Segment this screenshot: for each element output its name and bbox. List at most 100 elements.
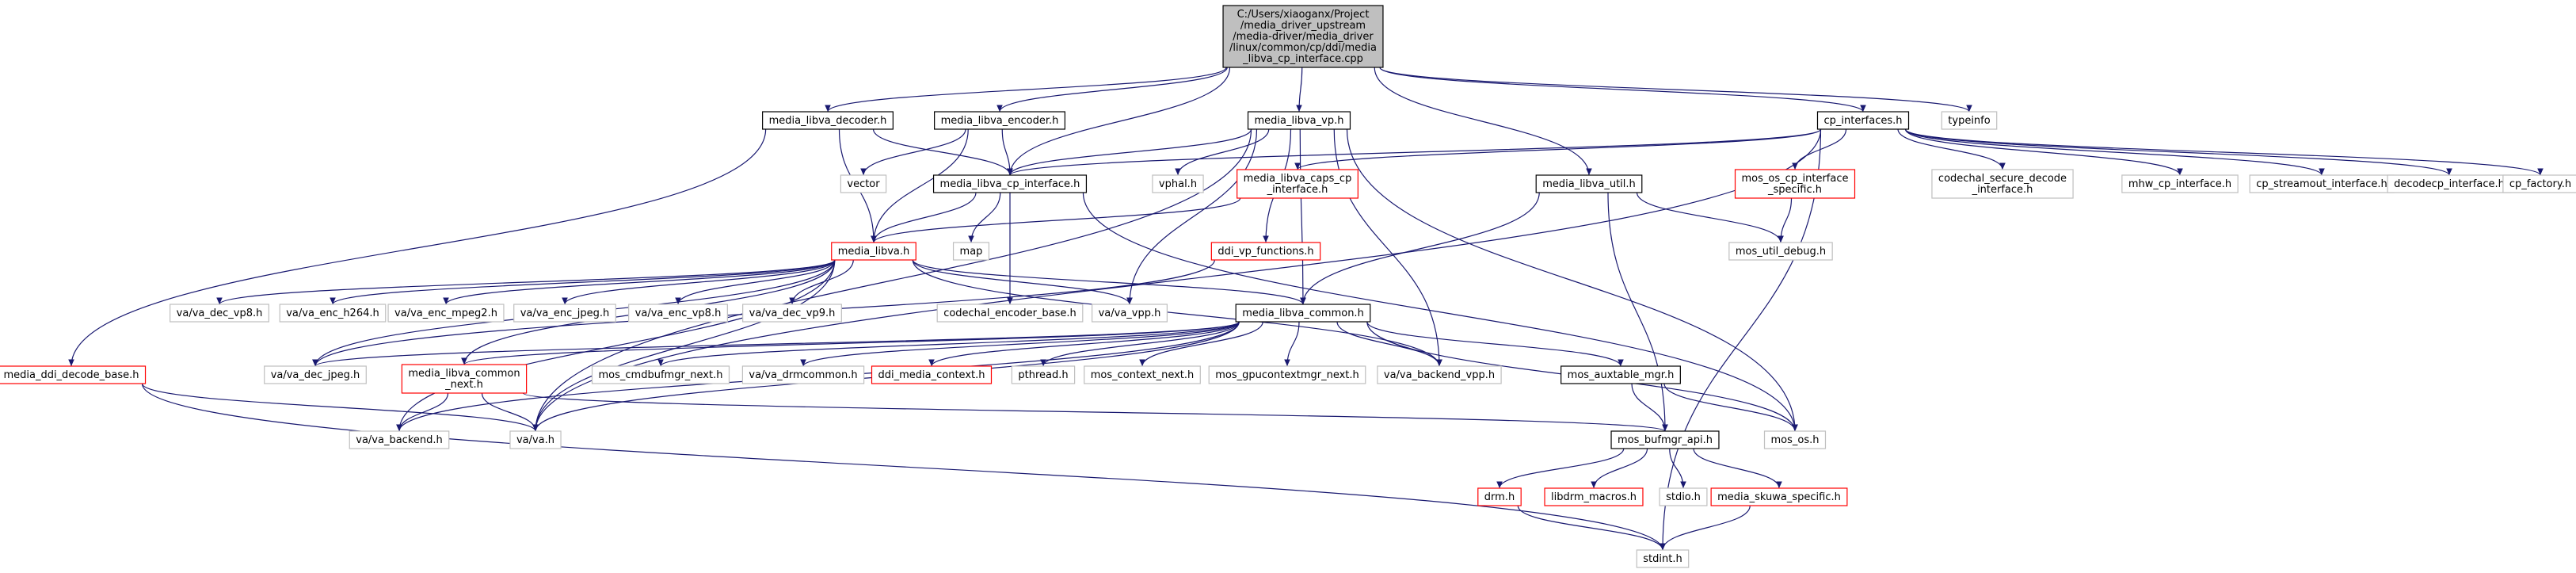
node-ddimedia[interactable]: ddi_media_context.h [871,365,993,384]
node-box [1931,169,2074,199]
node-common[interactable]: media_libva_common.h [1235,304,1371,323]
node-mosos_cp[interactable]: mos_os_cp_interface_specific.h [1734,169,1856,199]
edge-libva-to-vavpp [912,259,1133,305]
node-drm[interactable]: drm.h [1477,487,1522,506]
node-box [387,304,505,323]
node-box [1544,487,1644,506]
edge-decoder-to-cpinterface [872,128,1013,176]
node-map: map [952,242,990,261]
edge-cpif-to-mhwcp [1904,128,2183,176]
node-box [1610,430,1720,449]
node-label: cp_interfaces.h [1823,115,1902,127]
node-vector: vector [840,174,887,193]
node-label: mos_cmdbufmgr_next.h [599,369,723,381]
node-label: decodecp_interface.h [2394,178,2505,190]
node-ddidecbase[interactable]: media_ddi_decode_base.h [0,365,147,384]
node-label: mhw_cp_interface.h [2128,178,2231,190]
edge-cpif-to-cpinterface [1007,128,1822,176]
node-cpinterface[interactable]: media_libva_cp_interface.h [932,174,1088,193]
edge-util-to-bufmgr [1607,192,1668,432]
node-ctxnext: mos_context_next.h [1084,365,1201,384]
node-skuwa[interactable]: media_skuwa_specific.h [1710,487,1848,506]
edge-layer [68,67,2544,551]
node-label: mos_os_cp_interface_specific.h [1742,173,1849,196]
node-label: va/va_backend.h [356,434,443,446]
edge-vp-to-vphal [1175,128,1270,176]
node-label: drm.h [1484,491,1515,503]
node-box [264,365,367,384]
edge-libva-to-backendvpp [912,259,1442,367]
node-cmdbuf: mos_cmdbufmgr_next.h [591,365,730,384]
edge-bufmgr-to-stdio [1669,448,1686,489]
edge-cpif-to-streamout [1904,128,2325,176]
node-box [513,304,616,323]
node-label: media_libva_caps_cp_interface.h [1244,173,1352,196]
node-box [509,430,562,449]
edge-auxtable-to-mosos [1663,383,1798,432]
edge-decoder-to-ddidecbase [68,128,767,367]
node-decvp9: va/va_dec_vp9.h [742,304,842,323]
edge-util-to-common [1300,192,1540,305]
node-auxtable[interactable]: mos_auxtable_mgr.h [1560,365,1681,384]
edge-root-to-decoder [825,67,1227,113]
node-label: va/va_dec_vp9.h [749,308,836,319]
edge-libva-to-decvp8 [216,259,836,305]
edge-libva-to-encmpeg2 [443,259,836,305]
edge-libva-to-encjpeg [562,259,836,305]
node-cpfactory: cp_factory.h [2502,174,2576,193]
edge-cpinterface-to-map [968,192,1001,243]
node-box [591,365,730,384]
node-vp[interactable]: media_libva_vp.h [1247,111,1351,130]
node-codechalenc: codechal_encoder_base.h [936,304,1084,323]
edge-mosos_cp-to-mosutildebug [1778,197,1793,243]
node-decoder[interactable]: media_libva_decoder.h [762,111,894,130]
node-caps[interactable]: media_libva_caps_cp_interface.h [1237,169,1358,199]
node-label: vector [847,178,880,190]
node-label: pthread.h [1018,369,1068,381]
node-box [1235,304,1371,323]
node-decvp8: va/va_dec_vp8.h [170,304,269,323]
node-box [934,111,1065,130]
node-label: va/va_dec_jpeg.h [271,369,360,381]
edge-vp-to-vavpp [1126,128,1258,305]
node-label: cp_factory.h [2509,178,2571,190]
node-label: va/va.h [516,434,554,446]
edge-encoder-to-libva [871,128,969,243]
node-box [952,242,990,261]
node-codechal_sec: codechal_secure_decode_interface.h [1931,169,2074,199]
node-bufmgr[interactable]: mos_bufmgr_api.h [1610,430,1720,449]
edge-cpinterface-to-libva [871,192,977,243]
node-label: media_ddi_decode_base.h [3,369,139,381]
node-layer: C:/Users/xiaoganx/Project/media_driver_u… [0,5,2576,568]
node-commonnext[interactable]: media_libva_common_next.h [401,364,528,394]
node-label: libdrm_macros.h [1551,491,1637,503]
node-label: mos_bufmgr_api.h [1618,434,1713,446]
node-label: media_libva_decoder.h [769,115,887,127]
edge-root-to-cpinterface [1007,67,1231,176]
node-libdrm[interactable]: libdrm_macros.h [1544,487,1644,506]
node-label: ddi_media_context.h [878,369,985,381]
edge-auxtable-to-bufmgr [1631,383,1668,432]
node-box [1535,174,1643,193]
node-label: media_libva_common.h [1242,308,1364,319]
edge-ddidecbase-to-stdint [141,383,1666,551]
node-label: va/va_drmcommon.h [749,369,857,381]
node-backend: va/va_backend.h [349,430,450,449]
node-box [1247,111,1351,130]
edge-libva-to-ench264 [330,259,836,305]
node-root[interactable]: C:/Users/xiaoganx/Project/media_driver_u… [1222,5,1384,68]
node-util[interactable]: media_libva_util.h [1535,174,1643,193]
node-box [932,174,1088,193]
node-box [1208,365,1366,384]
node-streamout: cp_streamout_interface.h [2249,174,2395,193]
node-mhwcp: mhw_cp_interface.h [2121,174,2239,193]
node-box [1636,549,1690,568]
node-label: media_libva_util.h [1542,178,1636,190]
node-libva[interactable]: media_libva.h [831,242,916,261]
node-ddivp[interactable]: ddi_vp_functions.h [1210,242,1321,261]
node-encoder[interactable]: media_libva_encoder.h [934,111,1065,130]
node-gpuctx: mos_gpucontextmgr_next.h [1208,365,1366,384]
node-cpif[interactable]: cp_interfaces.h [1816,111,1910,130]
edge-cpinterface-to-mosos [1082,192,1798,432]
edge-libva-to-vah [532,259,836,432]
